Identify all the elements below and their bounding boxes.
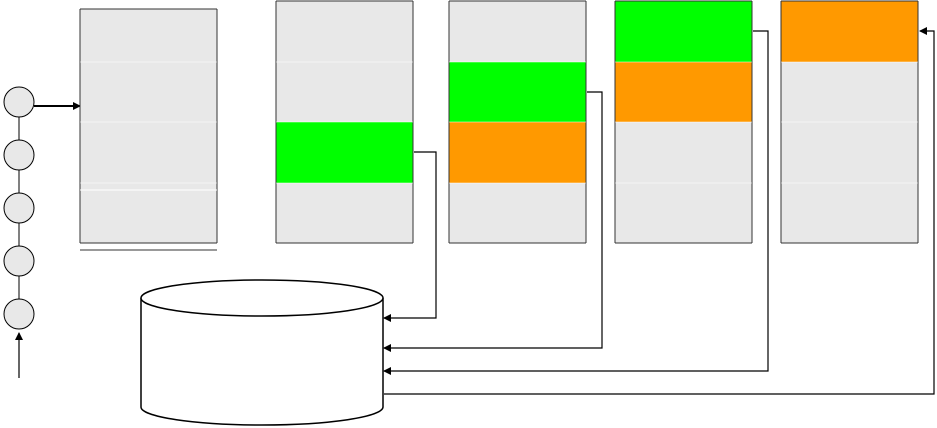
cell-empty xyxy=(781,62,918,122)
queue-node xyxy=(3,86,35,118)
cell-empty xyxy=(276,62,413,122)
connector-stage-2-to-storage-cylinder xyxy=(383,91,603,352)
cell-orange xyxy=(781,1,918,62)
cell-empty xyxy=(781,122,918,183)
queue-node xyxy=(3,192,35,224)
cell-empty xyxy=(615,122,752,183)
cell-empty xyxy=(80,183,217,243)
connectors xyxy=(383,27,935,395)
queue-node xyxy=(3,245,35,277)
cell-empty xyxy=(276,183,413,243)
input-queue xyxy=(3,86,81,378)
cell-orange xyxy=(615,62,752,122)
cell-green xyxy=(276,122,413,183)
column-stage-0 xyxy=(79,8,218,244)
cell-empty xyxy=(781,183,918,243)
cylinder-body xyxy=(140,298,384,426)
cell-orange xyxy=(449,122,586,183)
cell-empty xyxy=(449,1,586,62)
column-stage-2 xyxy=(448,0,587,244)
stage-columns xyxy=(79,0,919,251)
queue-node xyxy=(3,298,35,330)
connector-stage-1-to-storage-cylinder xyxy=(383,151,437,322)
queue-node xyxy=(3,139,35,171)
cell-empty xyxy=(80,122,217,183)
cell-empty xyxy=(615,183,752,243)
cell-empty xyxy=(80,9,217,62)
column-stage-4 xyxy=(780,0,919,244)
cell-empty xyxy=(276,1,413,62)
connector-stage-3-to-storage-cylinder xyxy=(383,30,769,375)
cell-empty xyxy=(80,62,217,122)
cell-green xyxy=(449,62,586,122)
cylinder-top xyxy=(140,279,384,317)
cell-green xyxy=(615,1,752,62)
cell-empty xyxy=(449,183,586,243)
column-stage-1 xyxy=(275,0,414,244)
column-stage-3 xyxy=(614,0,753,244)
connector-storage-cylinder-to-stage-4 xyxy=(384,27,935,395)
storage-cylinder xyxy=(140,279,384,426)
